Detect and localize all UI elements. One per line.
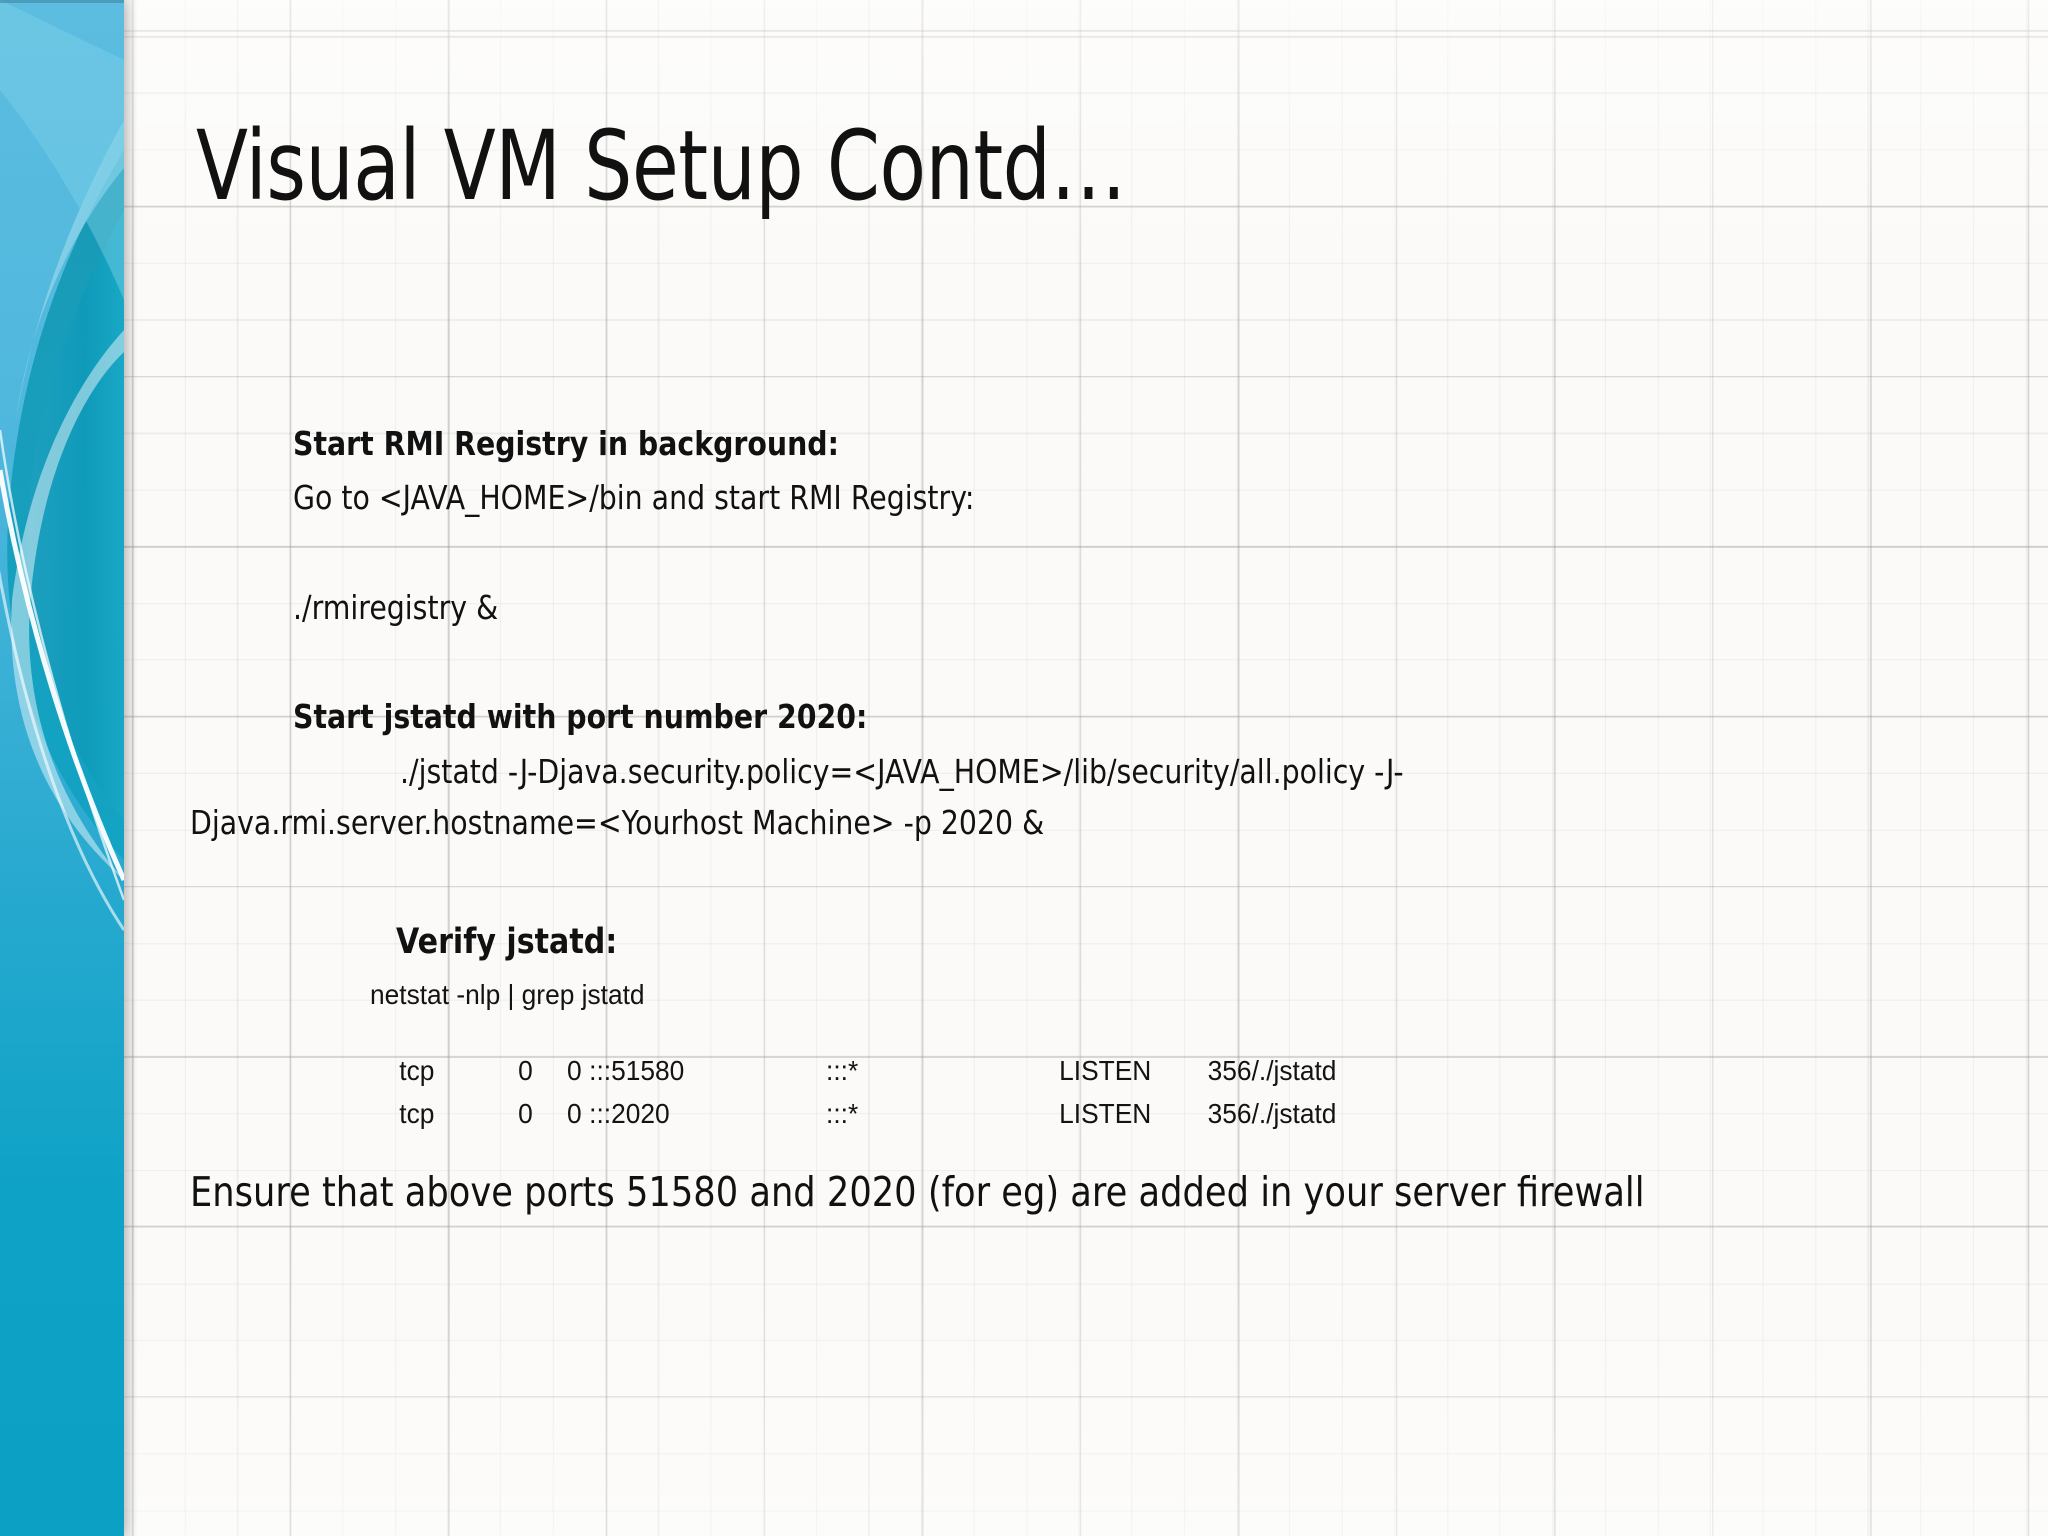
netstat-pid-program: 356/./jstatd bbox=[1207, 1098, 1337, 1129]
netstat-row: tcp 0 0:::51580:::* LISTEN 356/./jstatd bbox=[370, 1023, 1336, 1119]
heading-start-rmi-registry: Start RMI Registry in background: bbox=[293, 424, 839, 463]
sidebar-top-divider bbox=[0, 0, 124, 3]
netstat-proto: tcp bbox=[399, 1055, 435, 1086]
netstat-row: tcp 0 0:::2020:::* LISTEN 356/./jstatd bbox=[370, 1066, 1336, 1162]
command-rmiregistry: ./rmiregistry & bbox=[293, 588, 499, 627]
netstat-proto: tcp bbox=[399, 1098, 435, 1129]
heading-start-jstatd: Start jstatd with port number 2020: bbox=[293, 697, 868, 736]
netstat-sendq: 0 bbox=[566, 1055, 582, 1086]
heading-verify-jstatd: Verify jstatd: bbox=[396, 922, 618, 962]
command-netstat: netstat -nlp | grep jstatd bbox=[370, 979, 645, 1010]
page-title: Visual VM Setup Contd… bbox=[196, 110, 1127, 222]
text-goto-java-home: Go to <JAVA_HOME>/bin and start RMI Regi… bbox=[293, 478, 975, 517]
sidebar-gutter-shadow bbox=[124, 0, 138, 1536]
netstat-local-address: :::51580 bbox=[589, 1055, 685, 1086]
sidebar-decorative-band bbox=[0, 0, 124, 1536]
netstat-foreign-address: :::* bbox=[826, 1098, 859, 1129]
netstat-local-address: :::2020 bbox=[589, 1098, 670, 1129]
command-jstatd-line-1: ./jstatd -J-Djava.security.policy=<JAVA_… bbox=[400, 752, 1404, 791]
command-jstatd-line-2: Djava.rmi.server.hostname=<Yourhost Mach… bbox=[190, 803, 1045, 842]
sidebar-swoosh-graphic bbox=[0, 0, 124, 931]
netstat-state: LISTEN bbox=[1059, 1098, 1152, 1129]
netstat-recvq: 0 bbox=[518, 1098, 533, 1129]
netstat-foreign-address: :::* bbox=[826, 1055, 859, 1086]
footer-firewall-note: Ensure that above ports 51580 and 2020 (… bbox=[190, 1168, 1645, 1216]
netstat-state: LISTEN bbox=[1059, 1055, 1152, 1086]
netstat-sendq: 0 bbox=[566, 1098, 582, 1129]
netstat-pid-program: 356/./jstatd bbox=[1207, 1055, 1337, 1086]
netstat-recvq: 0 bbox=[518, 1055, 533, 1086]
